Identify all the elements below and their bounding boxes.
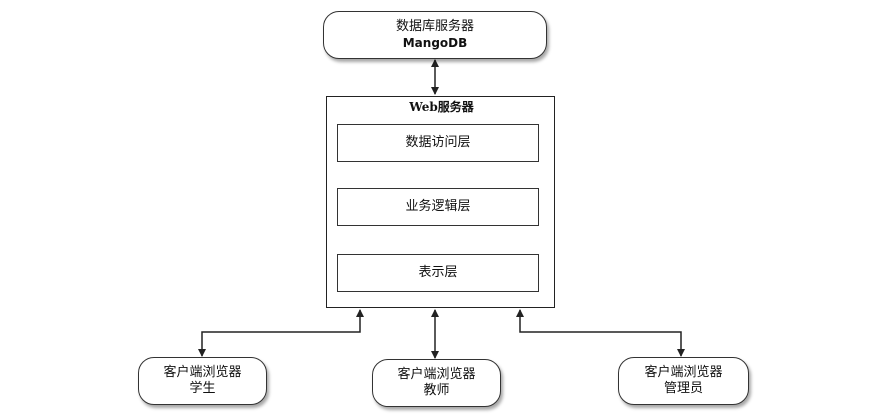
client-student-label: 客户端浏览器 bbox=[163, 365, 242, 380]
business-logic-label: 业务逻辑层 bbox=[405, 199, 471, 214]
client-admin-label: 客户端浏览器 bbox=[644, 365, 723, 380]
data-access-label: 数据访问层 bbox=[405, 135, 471, 150]
client-teacher-role: 教师 bbox=[423, 383, 450, 398]
arrow-web-student bbox=[198, 309, 364, 357]
arrow-web-admin bbox=[516, 309, 685, 357]
client-teacher-node: 客户端浏览器 教师 bbox=[372, 359, 501, 407]
db-server-label: 数据库服务器 bbox=[395, 19, 474, 34]
client-student-node: 客户端浏览器 学生 bbox=[138, 357, 267, 405]
client-student-role: 学生 bbox=[189, 381, 216, 396]
db-server-name: MangoDB bbox=[402, 36, 468, 50]
presentation-layer: 表示层 bbox=[337, 254, 539, 292]
business-logic-layer: 业务逻辑层 bbox=[337, 188, 539, 226]
db-server-node: 数据库服务器 MangoDB bbox=[323, 11, 547, 59]
data-access-layer: 数据访问层 bbox=[337, 124, 539, 162]
client-admin-node: 客户端浏览器 管理员 bbox=[618, 357, 749, 405]
client-teacher-label: 客户端浏览器 bbox=[397, 367, 476, 382]
web-server-title: Web服务器 bbox=[409, 100, 474, 114]
client-admin-role: 管理员 bbox=[663, 381, 703, 396]
presentation-label: 表示层 bbox=[418, 265, 458, 280]
